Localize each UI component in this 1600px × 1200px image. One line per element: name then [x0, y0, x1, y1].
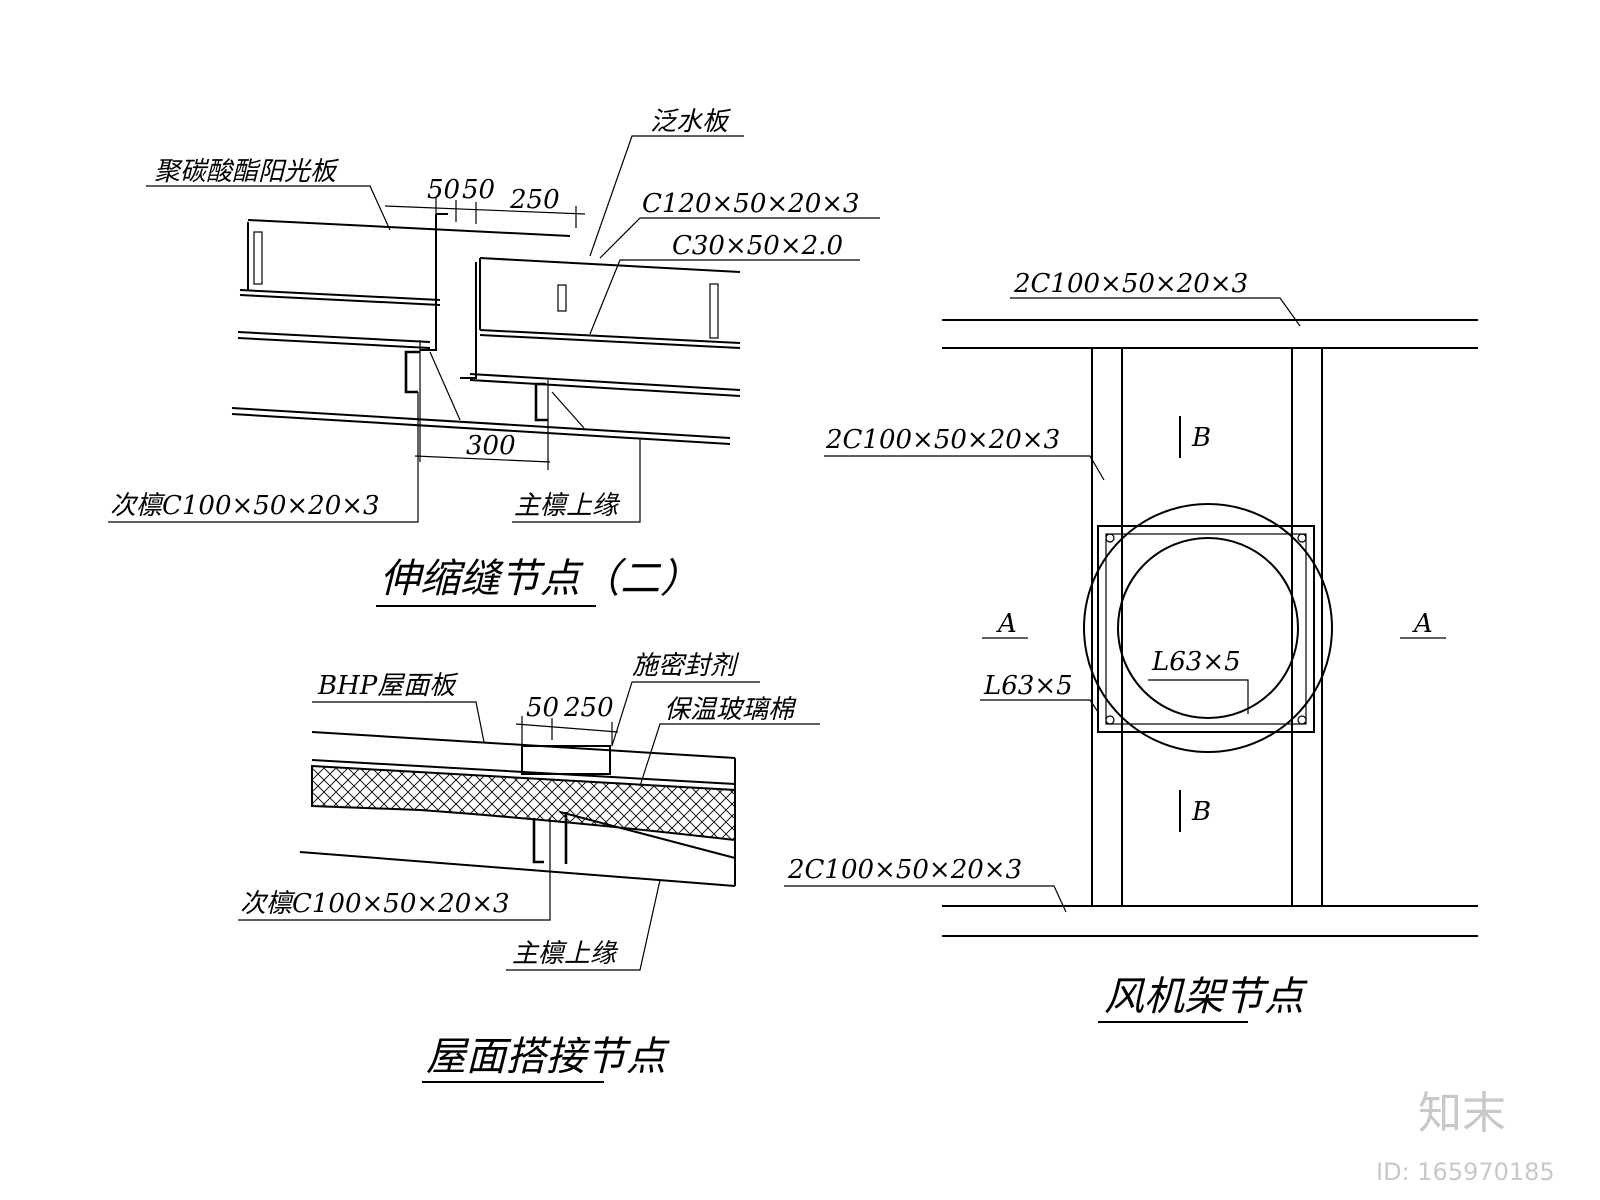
roof-dim-50: 50 [526, 693, 559, 723]
watermark-brand: 知末 [1418, 1088, 1506, 1139]
section-b-bottom: B [1191, 797, 1211, 827]
dim-50b: 50 [462, 175, 495, 205]
flashing-label: 泛水板 [650, 107, 732, 137]
angle-outer-label: L63×5 [983, 671, 1073, 701]
c30-label: C30×50×2.0 [672, 231, 843, 261]
sealant-label: 施密封剂 [632, 651, 740, 681]
roof-secondary-purlin-label: 次檩C100×50×20×3 [240, 889, 510, 919]
dim-50a: 50 [427, 175, 460, 205]
expansion-joint-detail: 泛水板 聚碳酸酯阳光板 C120×50×20×3 C30×50×2.0 次檩C1… [108, 107, 880, 607]
dim-250: 250 [509, 185, 560, 215]
roof-lap-detail: BHP屋面板 施密封剂 保温玻璃棉 次檩C100×50×20×3 主檩上缘 50… [238, 651, 820, 1083]
main-purlin-label: 主檩上缘 [514, 491, 621, 521]
top-beam-label: 2C100×50×20×3 [1013, 269, 1248, 299]
fan-frame-detail: 2C100×50×20×3 2C100×50×20×3 2C100×50×20×… [784, 269, 1478, 1023]
roof-main-purlin-label: 主檩上缘 [512, 939, 619, 969]
section-a-left: A [996, 609, 1017, 639]
c120-label: C120×50×20×3 [642, 189, 860, 219]
left-post-label: 2C100×50×20×3 [825, 425, 1060, 455]
roof-dim-250: 250 [563, 693, 614, 723]
expansion-joint-title: 伸缩缝节点（二） [380, 556, 700, 602]
bhp-panel-label: BHP屋面板 [317, 671, 459, 701]
pc-sheet-label: 聚碳酸酯阳光板 [154, 157, 340, 187]
roof-lap-title: 屋面搭接节点 [426, 1034, 670, 1080]
section-a-right: A [1412, 609, 1433, 639]
fan-frame-title: 风机架节点 [1104, 974, 1308, 1020]
bottom-beam-label: 2C100×50×20×3 [787, 855, 1022, 885]
insulation-label: 保温玻璃棉 [664, 695, 797, 725]
secondary-purlin-label: 次檩C100×50×20×3 [110, 491, 380, 521]
dim-300: 300 [466, 431, 516, 461]
angle-inner-label: L63×5 [1151, 647, 1241, 677]
watermark-id: ID: 165970185 [1376, 1158, 1555, 1186]
section-b-top: B [1191, 423, 1211, 453]
